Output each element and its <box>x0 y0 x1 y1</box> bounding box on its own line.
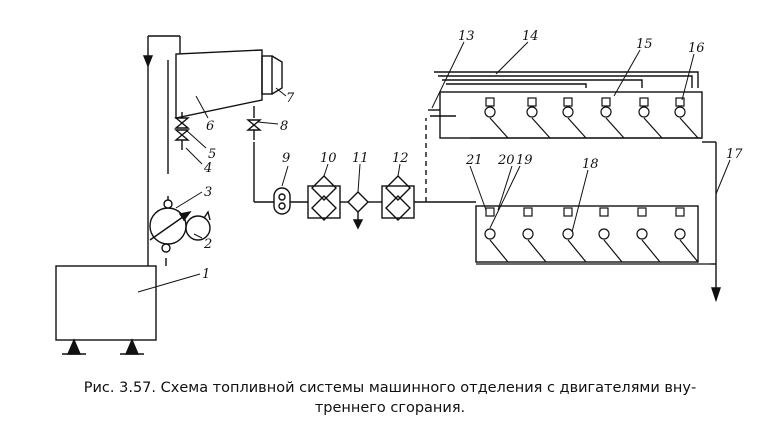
label-13: 13 <box>458 29 475 44</box>
upper-engine-group <box>428 71 716 143</box>
supply-line <box>246 106 274 203</box>
label-20: 20 <box>497 153 515 168</box>
label-leaders <box>137 41 731 293</box>
label-10: 10 <box>320 151 337 166</box>
label-4: 4 <box>203 161 212 176</box>
label-1: 1 <box>202 267 210 282</box>
storage-tank <box>55 265 157 355</box>
caption-line-2: треннего сгорания. <box>314 400 466 416</box>
label-12: 12 <box>392 151 409 166</box>
caption-line-1: Рис. 3.57. Схема топливной системы машин… <box>83 380 697 396</box>
label-19: 19 <box>516 153 533 168</box>
label-16: 16 <box>688 41 705 56</box>
label-21: 21 <box>465 153 483 168</box>
filter-10 <box>307 175 348 221</box>
label-8: 8 <box>280 119 288 134</box>
label-18: 18 <box>582 157 599 172</box>
lower-engine-group <box>475 205 710 265</box>
pump-motor <box>185 210 211 241</box>
return-line <box>710 142 721 303</box>
label-2: 2 <box>203 237 212 252</box>
label-5: 5 <box>208 147 216 162</box>
figure-caption: Рис. 3.57. Схема топливной системы машин… <box>20 378 760 418</box>
label-11: 11 <box>352 151 369 166</box>
label-14: 14 <box>522 29 539 44</box>
valve-4-5 <box>174 112 190 150</box>
flow-meter <box>273 187 308 215</box>
separator-11 <box>347 191 382 230</box>
fuel-pump <box>149 199 192 253</box>
filter-12 <box>381 175 476 221</box>
label-9: 9 <box>282 151 290 166</box>
label-15: 15 <box>636 37 653 52</box>
fuel-system-diagram: 1 2 3 4 5 6 7 8 9 10 11 12 13 14 15 16 1… <box>55 29 743 355</box>
label-6: 6 <box>206 119 214 134</box>
label-7: 7 <box>286 91 295 106</box>
label-17: 17 <box>726 147 743 162</box>
pump-line <box>142 35 180 266</box>
label-3: 3 <box>204 185 212 200</box>
service-tank <box>175 36 283 119</box>
